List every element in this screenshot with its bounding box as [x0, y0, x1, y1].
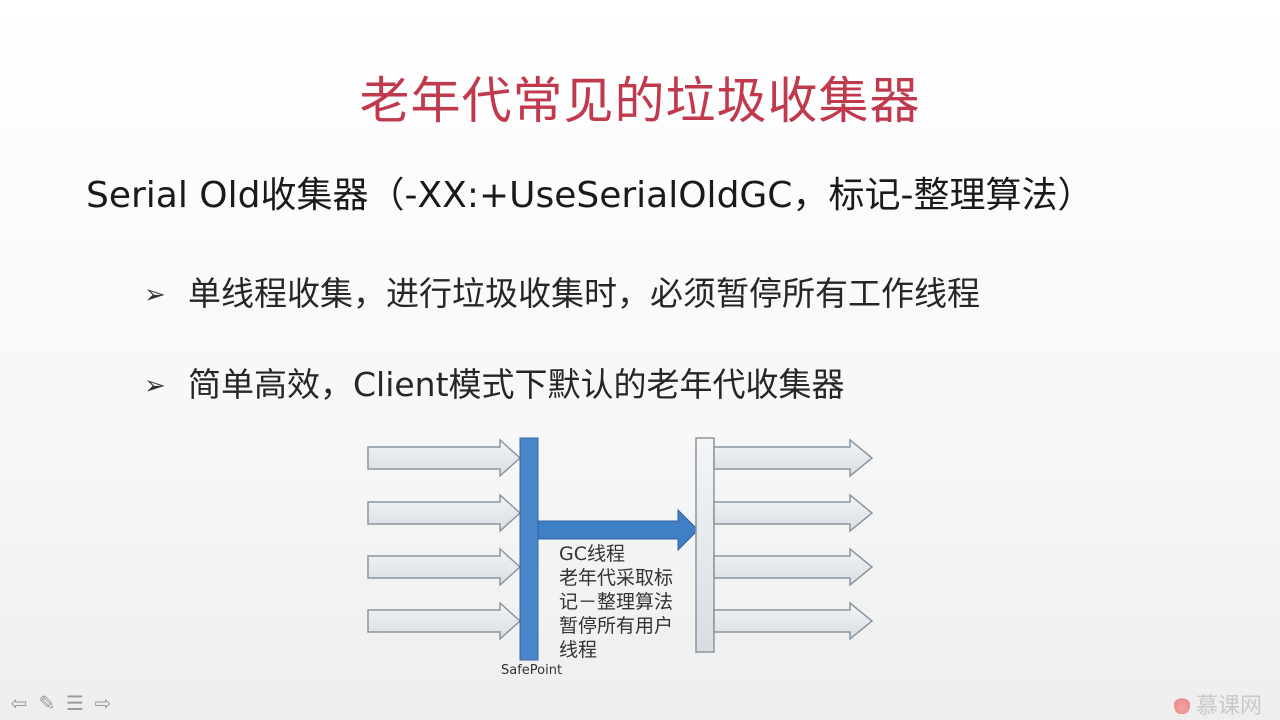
bullet-arrow-icon: ➢ — [144, 280, 166, 310]
gc-thread-label: GC线程 老年代采取标 记－整理算法 暂停所有用户 线程 — [559, 542, 699, 662]
gc-label-line: 线程 — [559, 639, 598, 661]
forward-arrow-icon[interactable]: ⇨ — [94, 691, 112, 715]
menu-icon[interactable]: ☰ — [66, 691, 84, 715]
user-thread-arrow — [713, 601, 874, 641]
gc-label-line: 老年代采取标 — [559, 567, 674, 589]
flame-logo-icon — [1173, 694, 1190, 714]
user-thread-arrow — [713, 493, 874, 533]
resume-bar — [695, 437, 715, 653]
bullet-item: ➢ 简单高效，Client模式下默认的老年代收集器 — [144, 362, 845, 409]
slide-subtitle: Serial Old收集器（-XX:+UseSerialOldGC，标记-整理算… — [86, 175, 1094, 216]
serial-old-diagram: GC线程 老年代采取标 记－整理算法 暂停所有用户 线程 SafePoint — [360, 430, 890, 680]
gc-label-line: 暂停所有用户 — [559, 615, 674, 637]
watermark: 慕课网 — [1173, 688, 1262, 720]
user-thread-arrow — [367, 547, 522, 587]
back-arrow-icon[interactable]: ⇦ — [10, 691, 28, 715]
user-thread-arrow — [713, 438, 874, 478]
bullet-item: ➢ 单线程收集，进行垃圾收集时，必须暂停所有工作线程 — [144, 271, 980, 318]
safepoint-label: SafePoint — [501, 663, 563, 678]
pen-icon[interactable]: ✎ — [38, 691, 56, 715]
diagram-graphic — [367, 437, 874, 661]
gc-thread-arrow — [537, 508, 699, 552]
left-user-thread-arrows — [367, 438, 522, 641]
watermark-text: 慕课网 — [1195, 694, 1262, 719]
slide-title: 老年代常见的垃圾收集器 — [359, 72, 921, 130]
gc-label-line: GC线程 — [559, 543, 625, 565]
bullet-text: 简单高效，Client模式下默认的老年代收集器 — [188, 365, 845, 404]
bullet-text: 单线程收集，进行垃圾收集时，必须暂停所有工作线程 — [188, 274, 980, 313]
safepoint-bar — [519, 437, 539, 661]
user-thread-arrow — [367, 493, 522, 533]
user-thread-arrow — [713, 547, 874, 587]
bullet-arrow-icon: ➢ — [144, 371, 166, 401]
gc-label-line: 记－整理算法 — [559, 591, 674, 613]
user-thread-arrow — [367, 438, 522, 478]
right-user-thread-arrows — [713, 438, 874, 641]
user-thread-arrow — [367, 601, 522, 641]
slide-navigation: ⇦ ✎ ☰ ⇨ — [8, 692, 114, 714]
